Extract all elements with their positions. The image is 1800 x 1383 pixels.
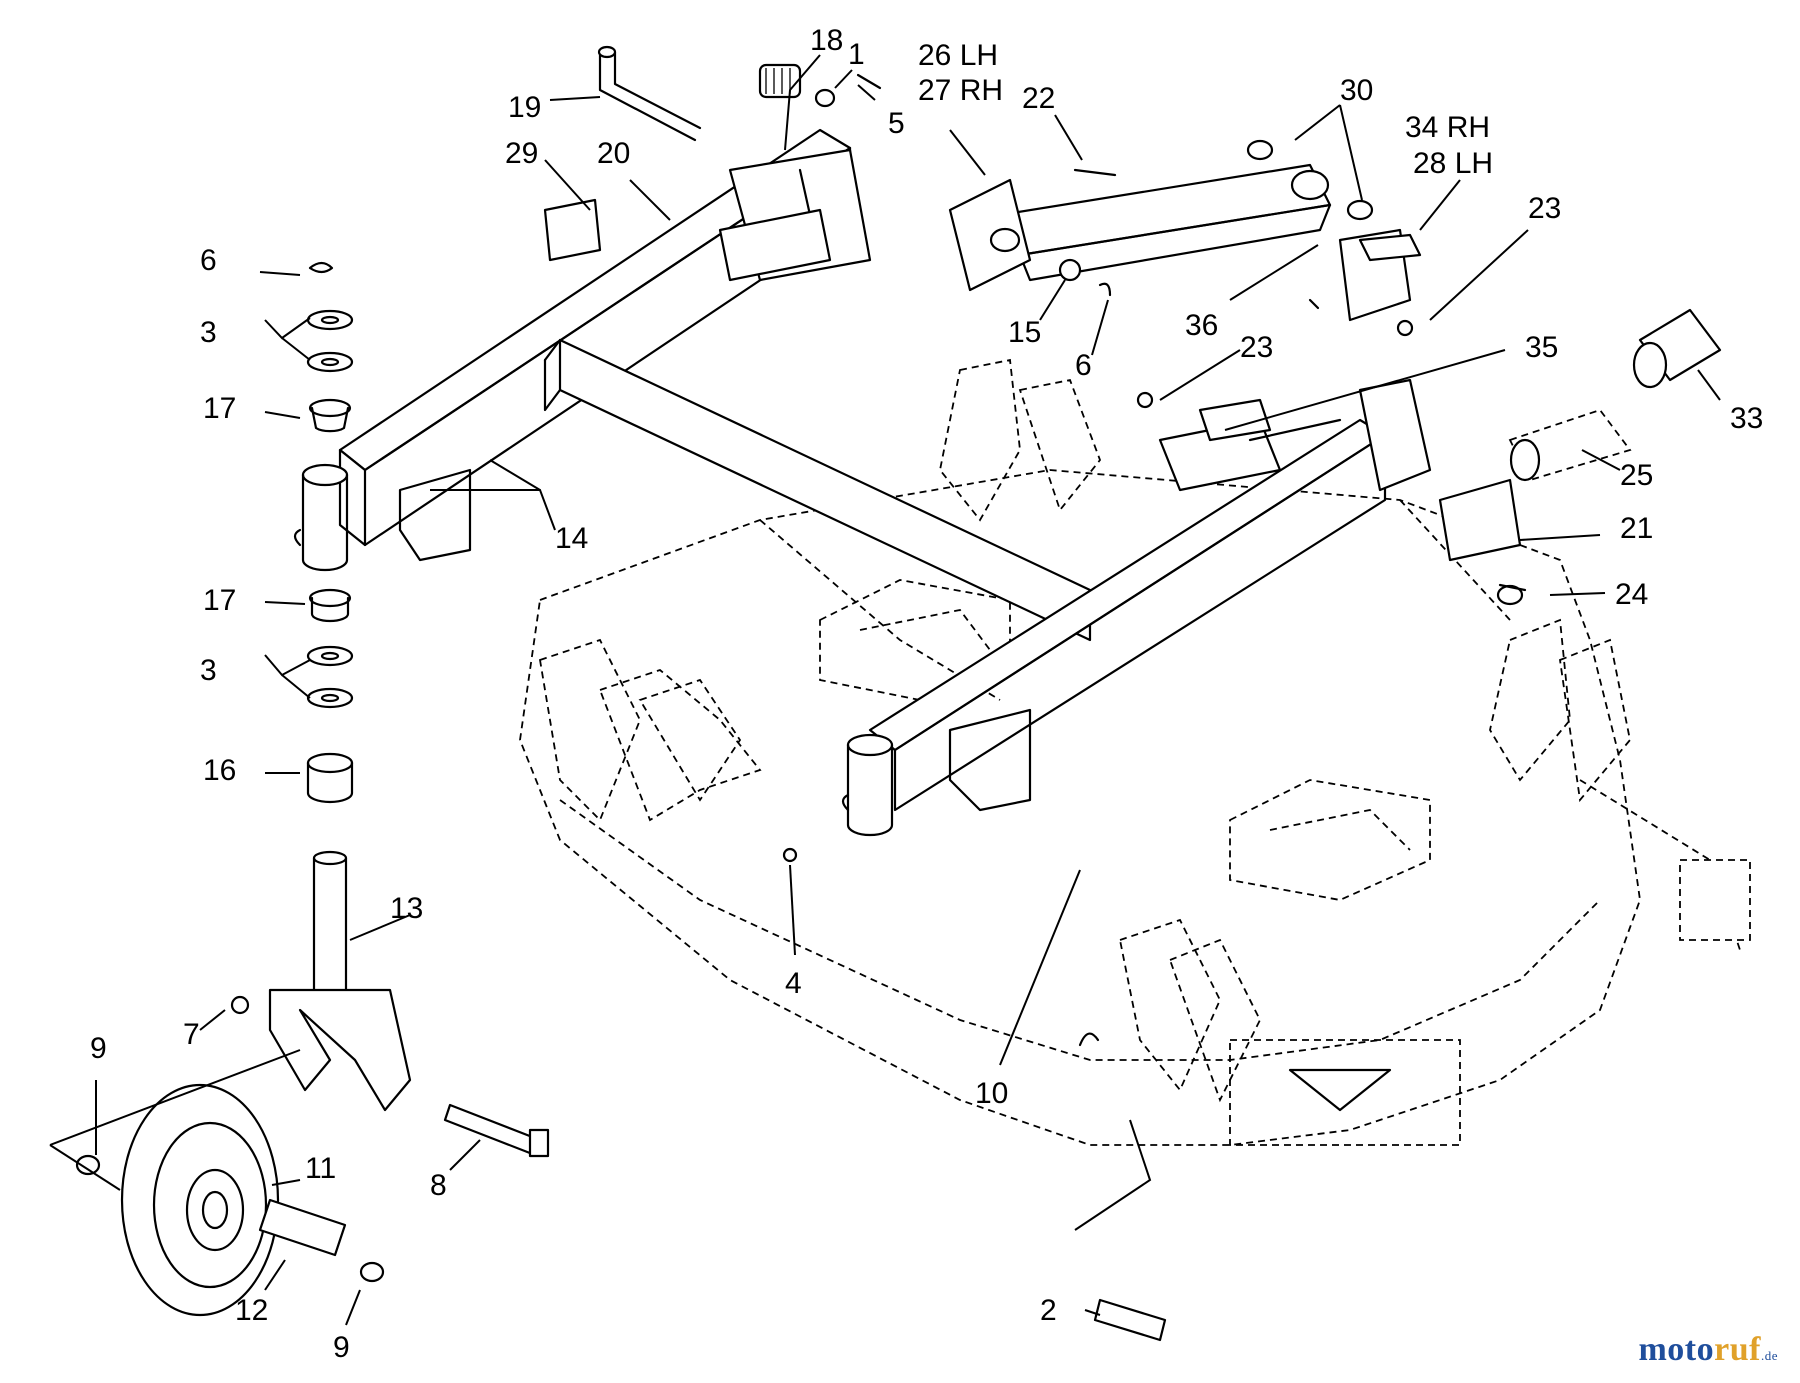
callout-2: 2 — [1040, 1294, 1057, 1327]
pivot-bracket-35 — [1198, 398, 1272, 442]
callout-9-left: 9 — [90, 1032, 107, 1065]
tube-25 — [1508, 408, 1632, 482]
callout-36: 36 — [1185, 309, 1218, 342]
callout-1: 1 — [848, 38, 865, 71]
nut-23-upper — [1396, 319, 1414, 337]
spring-18 — [758, 63, 802, 99]
callout-14: 14 — [555, 522, 588, 555]
bushing-17-lower — [308, 588, 352, 623]
callout-11: 11 — [305, 1152, 336, 1185]
mount-plate-26-27 — [948, 178, 1032, 292]
nut-23-lower — [1136, 391, 1154, 409]
spacer-12 — [258, 1198, 347, 1257]
spindle-housing-right — [1229, 779, 1431, 901]
callout-23-upper: 23 — [1528, 192, 1561, 225]
watermark-part2: ruf — [1714, 1331, 1761, 1368]
callout-29: 29 — [505, 137, 538, 170]
wheel-11 — [120, 1083, 280, 1317]
callout-9-right: 9 — [333, 1331, 350, 1364]
spacer-16 — [306, 752, 354, 804]
callout-10: 10 — [975, 1077, 1008, 1110]
callout-3-upper: 3 — [200, 316, 217, 349]
leader-lines — [49, 54, 1721, 1326]
callout-16: 16 — [203, 754, 236, 787]
caster-yoke-13 — [268, 850, 412, 1112]
bracket-21 — [1438, 478, 1524, 606]
watermark-logo: motoruf.de — [1638, 1331, 1778, 1369]
deck-baffle-left — [538, 638, 762, 822]
washer-15 — [1058, 258, 1082, 282]
callout-24: 24 — [1615, 578, 1648, 611]
deck-baffle-right — [1489, 618, 1631, 803]
callout-20: 20 — [597, 137, 630, 170]
callout-28-lh: 28 LH — [1413, 147, 1493, 180]
callout-35: 35 — [1525, 331, 1558, 364]
callout-5: 5 — [888, 107, 905, 140]
callout-34-rh: 34 RH — [1405, 111, 1490, 144]
deck-baffle-front — [1118, 918, 1262, 1103]
mower-deck — [519, 469, 1751, 1146]
callout-17-lower: 17 — [203, 584, 236, 617]
watermark-part1: moto — [1638, 1331, 1715, 1368]
callout-30: 30 — [1340, 74, 1373, 107]
callout-19: 19 — [508, 91, 541, 124]
spindle-housing-left — [819, 579, 1011, 701]
washers-3-lower — [306, 645, 354, 709]
washer-1 — [814, 88, 836, 108]
callout-23-lower: 23 — [1240, 331, 1273, 364]
nut-7 — [230, 995, 250, 1015]
callout-3-lower: 3 — [200, 654, 217, 687]
callout-8: 8 — [430, 1169, 447, 1202]
watermark-part3: .de — [1760, 1348, 1778, 1363]
washers-3-upper — [306, 309, 354, 373]
callout-labels: 18 1 26 LH 27 RH 22 30 34 RH 28 LH 19 5 … — [90, 24, 1763, 1364]
callout-26-lh: 26 LH — [918, 39, 998, 72]
pin-2 — [1093, 1298, 1167, 1342]
washer-9-right — [359, 1261, 385, 1283]
callout-22: 22 — [1022, 82, 1055, 115]
callout-15: 15 — [1008, 316, 1041, 349]
callout-4: 4 — [785, 967, 802, 1000]
bushing-17-upper — [308, 398, 352, 433]
bracket-34-28 — [1338, 228, 1422, 322]
bolt-8 — [443, 1103, 550, 1158]
callout-33: 33 — [1730, 402, 1763, 435]
callout-12: 12 — [235, 1294, 268, 1327]
washer-9-left — [75, 1154, 101, 1176]
clip-6-left — [308, 261, 334, 274]
callout-21: 21 — [1620, 512, 1653, 545]
bolt-24 — [1498, 583, 1527, 592]
deck-front-plate — [1229, 1039, 1461, 1146]
decal-29 — [543, 198, 602, 262]
handle-19 — [597, 45, 702, 142]
lift-arm — [998, 139, 1374, 282]
callout-6-left: 6 — [200, 244, 217, 277]
callout-13: 13 — [390, 892, 423, 925]
pin-10 — [1078, 1032, 1100, 1047]
callout-18: 18 — [810, 24, 843, 57]
callout-7: 7 — [183, 1018, 200, 1051]
fitting-4 — [782, 847, 798, 863]
callout-27-rh: 27 RH — [918, 74, 1003, 107]
callout-6-center: 6 — [1075, 349, 1092, 382]
fitting-36 — [1308, 298, 1320, 310]
main-frame — [293, 128, 1432, 837]
callout-17-upper: 17 — [203, 392, 236, 425]
tube-33 — [1632, 308, 1722, 389]
bolt-22 — [1073, 168, 1117, 177]
pin-5 — [856, 73, 882, 90]
callout-25: 25 — [1620, 459, 1653, 492]
deck-baffle-rear — [939, 358, 1102, 522]
clip-6-upper — [1098, 282, 1112, 297]
